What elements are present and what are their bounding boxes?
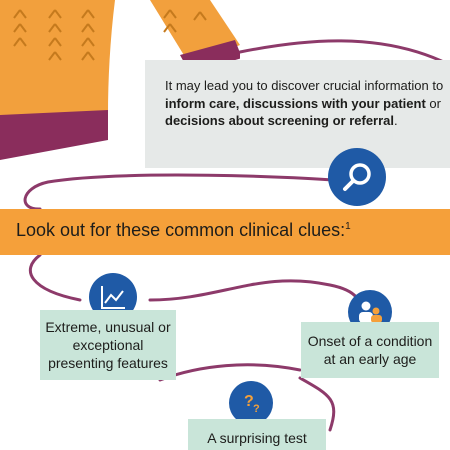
magnifier-badge	[328, 148, 386, 206]
clue-label: A surprising test	[207, 430, 307, 446]
clue-card-early-onset: Onset of a condition at an early age	[301, 322, 439, 378]
question-icon-badge: ? ?	[229, 381, 273, 425]
intro-panel	[145, 60, 450, 168]
clues-banner	[0, 209, 450, 255]
magnifier-icon	[343, 163, 371, 191]
intro-text-part2: or	[425, 95, 441, 111]
intro-text-bold1: inform care, discussions with your patie…	[165, 95, 426, 111]
chart-icon	[101, 286, 125, 309]
question-icon: ? ?	[244, 393, 260, 415]
clue-card-extreme-features: Extreme, unusual or exceptional presenti…	[40, 310, 176, 380]
intro-text-part1: It may lead you to discover crucial info…	[165, 78, 444, 93]
clue-label: Extreme, unusual or exceptional presenti…	[45, 319, 171, 371]
intro-text-part3: .	[394, 113, 398, 128]
clue-card-surprising-test: A surprising test	[188, 419, 326, 450]
intro-text-bold2: decisions about screening or referral	[165, 113, 395, 128]
intro-text: It may lead you to discover crucial info…	[165, 77, 445, 130]
svg-text:?: ?	[253, 403, 260, 415]
svg-text:?: ?	[244, 393, 254, 410]
clues-banner-text: Look out for these common clinical clues…	[16, 220, 351, 240]
clue-label: Onset of a condition at an early age	[307, 333, 433, 367]
people-icon	[359, 301, 382, 323]
